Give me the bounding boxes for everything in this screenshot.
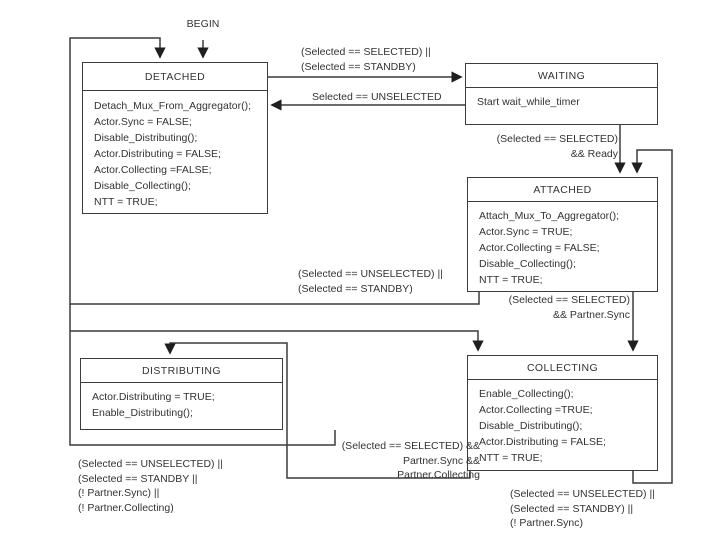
action-line: Start wait_while_timer <box>477 96 580 108</box>
action-line: Actor.Sync = TRUE; <box>479 226 573 238</box>
condition-line: (Selected == SELECTED) <box>508 294 630 306</box>
condition-line: (Selected == UNSELECTED) || <box>298 268 443 280</box>
state-title-attached: ATTACHED <box>468 178 657 202</box>
action-line: Actor.Collecting = FALSE; <box>479 242 600 254</box>
condition-line: && Ready <box>570 147 618 160</box>
action-line: Actor.Distributing = TRUE; <box>92 391 215 403</box>
state-body-detached: Detach_Mux_From_Aggregator(); Actor.Sync… <box>83 91 267 214</box>
wire-attached-to-detached <box>69 37 480 305</box>
label-detached-to-waiting: (Selected == SELECTED) || (Selected == S… <box>301 45 431 74</box>
state-title-collecting: COLLECTING <box>468 356 657 380</box>
condition-line: (Selected == STANDBY || <box>78 472 198 485</box>
label-collecting-to-attached: (Selected == UNSELECTED) || (Selected ==… <box>510 487 655 531</box>
wire-collecting-to-distributing <box>164 342 471 479</box>
action-line: Enable_Collecting(); <box>479 388 574 400</box>
action-line: Actor.Distributing = FALSE; <box>94 148 221 160</box>
action-line: Detach_Mux_From_Aggregator(); <box>94 100 251 112</box>
state-waiting: WAITING Start wait_while_timer <box>465 63 658 125</box>
condition-line: (! Partner.Sync) <box>510 517 583 529</box>
label-attached-to-collecting: (Selected == SELECTED) && Partner.Sync <box>490 293 630 322</box>
condition-line: (Selected == SELECTED) || <box>301 46 431 58</box>
state-title-waiting: WAITING <box>466 64 657 88</box>
state-attached: ATTACHED Attach_Mux_To_Aggregator(); Act… <box>467 177 658 292</box>
action-line: NTT = TRUE; <box>479 274 543 286</box>
action-line: Actor.Collecting =FALSE; <box>94 164 212 176</box>
condition-line: (Selected == SELECTED) && <box>341 440 480 452</box>
label-distributing-to-collecting: (Selected == UNSELECTED) || (Selected ==… <box>78 457 223 515</box>
condition-line: Selected == UNSELECTED <box>312 91 442 103</box>
action-line: Disable_Distributing(); <box>479 420 583 432</box>
condition-line: Partner.Sync && <box>402 454 480 467</box>
action-line: Disable_Collecting(); <box>94 180 191 192</box>
action-line: Actor.Collecting =TRUE; <box>479 404 593 416</box>
condition-line: Partner.Collecting <box>397 469 480 481</box>
label-waiting-to-attached: (Selected == SELECTED) && Ready <box>478 132 618 161</box>
state-title-detached: DETACHED <box>83 63 267 91</box>
condition-line: (! Partner.Collecting) <box>78 501 174 514</box>
state-title-distributing: DISTRIBUTING <box>81 359 282 383</box>
label-attached-to-detached: (Selected == UNSELECTED) || (Selected ==… <box>298 267 443 296</box>
condition-line: (Selected == STANDBY) <box>298 282 413 295</box>
begin-label: BEGIN <box>168 17 238 32</box>
wire-collecting-to-attached <box>631 149 673 484</box>
action-line: Actor.Distributing = FALSE; <box>479 436 606 448</box>
state-body-attached: Attach_Mux_To_Aggregator(); Actor.Sync =… <box>468 202 657 292</box>
wire-distributing-to-collecting <box>69 304 484 446</box>
condition-line: (Selected == STANDBY) || <box>510 502 634 515</box>
action-line: NTT = TRUE; <box>94 196 158 208</box>
state-detached: DETACHED Detach_Mux_From_Aggregator(); A… <box>82 62 268 214</box>
action-line: Actor.Sync = FALSE; <box>94 116 192 128</box>
label-collecting-to-distributing: (Selected == SELECTED) && Partner.Sync &… <box>330 439 480 483</box>
condition-line: (Selected == SELECTED) <box>496 133 618 145</box>
action-line: Disable_Collecting(); <box>479 258 576 270</box>
action-line: NTT = TRUE; <box>479 452 543 464</box>
state-body-collecting: Enable_Collecting(); Actor.Collecting =T… <box>468 380 657 470</box>
state-distributing: DISTRIBUTING Actor.Distributing = TRUE; … <box>80 358 283 430</box>
action-line: Disable_Distributing(); <box>94 132 198 144</box>
state-body-distributing: Actor.Distributing = TRUE; Enable_Distri… <box>81 383 282 425</box>
begin-label-text: BEGIN <box>186 18 220 30</box>
condition-line: (Selected == UNSELECTED) || <box>78 458 223 470</box>
condition-line: (! Partner.Sync) || <box>78 487 160 499</box>
state-body-waiting: Start wait_while_timer <box>466 88 657 114</box>
condition-line: && Partner.Sync <box>552 308 630 321</box>
condition-line: (Selected == STANDBY) <box>301 60 416 73</box>
condition-line: (Selected == UNSELECTED) || <box>510 488 655 500</box>
action-line: Attach_Mux_To_Aggregator(); <box>479 210 620 222</box>
label-waiting-to-detached: Selected == UNSELECTED <box>312 90 442 105</box>
state-collecting: COLLECTING Enable_Collecting(); Actor.Co… <box>467 355 658 471</box>
action-line: Enable_Distributing(); <box>92 407 193 419</box>
